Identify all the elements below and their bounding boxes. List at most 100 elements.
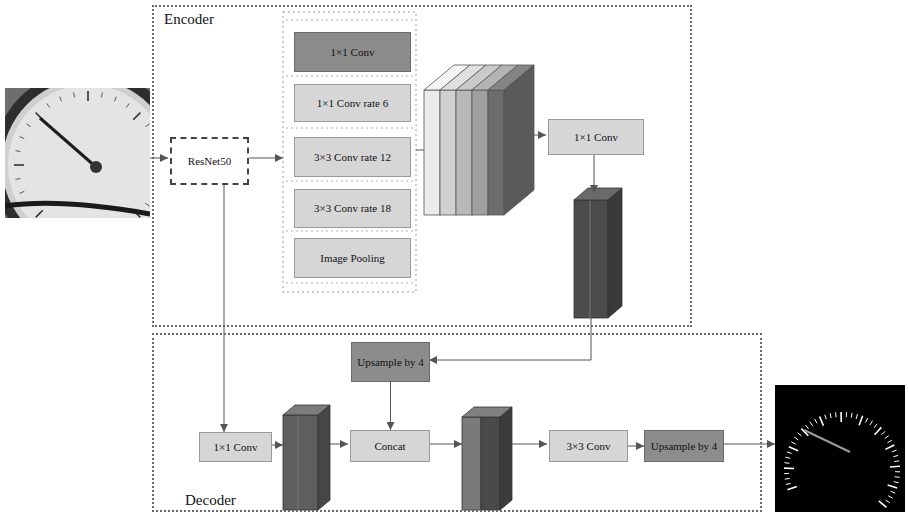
aspp-divider [286,128,413,129]
aspp-divider [286,181,413,182]
dial-tick [830,413,831,418]
connector [628,446,644,447]
dial-tick [888,485,898,488]
flow-arrow [534,135,546,136]
aspp-divider [286,20,413,21]
flow-arrow [330,444,348,445]
dial-tick [891,491,896,493]
aspp-frame [283,12,416,292]
flow-arrow [416,150,424,151]
dial-tick [784,473,789,474]
dial-tick [894,460,899,462]
dial-tick [881,431,885,434]
gauge-tick [26,124,30,127]
dial-tick [892,450,897,452]
dial-tick [786,483,791,484]
dial-tick [893,455,898,456]
aspp-divider [286,283,413,284]
needle-hub [90,161,102,173]
dial-tick [895,476,900,478]
slab-side [608,188,622,318]
layer-label: Image Pooling [320,252,384,265]
gauge-tick [15,150,20,152]
gauge-tick [15,178,20,180]
dial-tick [789,447,798,451]
cube-slice [424,90,440,215]
dial-tick [859,416,863,425]
dial-tick [820,417,824,426]
cable [5,203,150,214]
gauge-tick [36,210,43,217]
layer-box: Image Pooling [294,238,411,278]
dial-tick [870,421,873,425]
dial-tick [886,500,890,503]
layer-box: Concat [350,430,430,462]
flow-arrow [594,153,595,193]
gauge-bezel [5,88,150,218]
dial-tick [846,412,847,417]
slab-front [481,417,500,510]
dial-tick [815,419,817,423]
cube-slice [440,90,456,215]
region-title: Encoder [164,11,214,28]
flow-arrow [429,318,591,360]
layer-box: 1×1 Conv [199,432,272,462]
layer-label: 1×1 Conv [214,441,258,454]
dial-tick [887,440,891,443]
gauge-tick [133,113,140,120]
gauge-tick [20,137,25,139]
dial-needle [804,430,850,452]
dial-tick [856,414,857,419]
input-photo [5,88,150,218]
gauge-tick [114,97,116,102]
slab-front [283,415,318,510]
dial-tick [885,436,889,439]
aspp-divider [286,231,413,232]
feature-slab [574,188,622,318]
slab-side [500,407,512,510]
feature-cube [424,65,534,215]
layer-box: Upsample by 4 [351,342,430,382]
layer-label: 3×3 Conv rate 18 [314,202,391,215]
layer-label: 1×1 Conv rate 6 [317,97,388,110]
feature-slab [462,407,512,510]
region-frame: Decoder Upsample by 4 1×1 Conv Concat 3×3 Co… [152,333,762,512]
dial-tick [885,445,894,449]
layer-label: Concat [374,440,405,453]
flow-arrow [428,444,462,445]
slab-divider [590,200,591,318]
dial-tick [895,471,900,472]
output-mask [775,385,905,512]
dial-tick [890,466,900,468]
dial-tick [851,413,853,418]
layer-box: 1×1 Conv [548,119,644,155]
cube-side [504,65,534,215]
dial-tick [810,422,813,426]
layer-box: 3×3 Conv [549,430,628,462]
slab-divider [298,415,299,510]
region-frame: EncoderResNet50 1×1 Conv 1×1 Conv rate 6 3×… [152,5,692,327]
gauge-tick [126,103,129,107]
flow-arrow [722,444,775,445]
cube-slice [456,90,472,215]
dial-ticks [784,412,900,507]
dial-tick [794,437,798,440]
layer-label: 1×1 Conv [574,131,618,144]
region-title: Decoder [185,492,236,509]
gauge-tick [60,97,62,102]
dial-tick [875,427,882,434]
flow-arrow [247,158,283,159]
layer-label: Upsample by 4 [357,356,424,369]
dial-tick [840,412,842,422]
connector [390,382,391,430]
dial-tick [784,467,794,469]
cube-slice [488,90,504,215]
layer-label: ResNet50 [188,155,231,168]
gauge-tick [145,203,149,206]
dial-tick [787,486,796,489]
cube-slice [472,90,488,215]
gauge-rim [5,88,150,218]
slab-front [462,417,481,510]
